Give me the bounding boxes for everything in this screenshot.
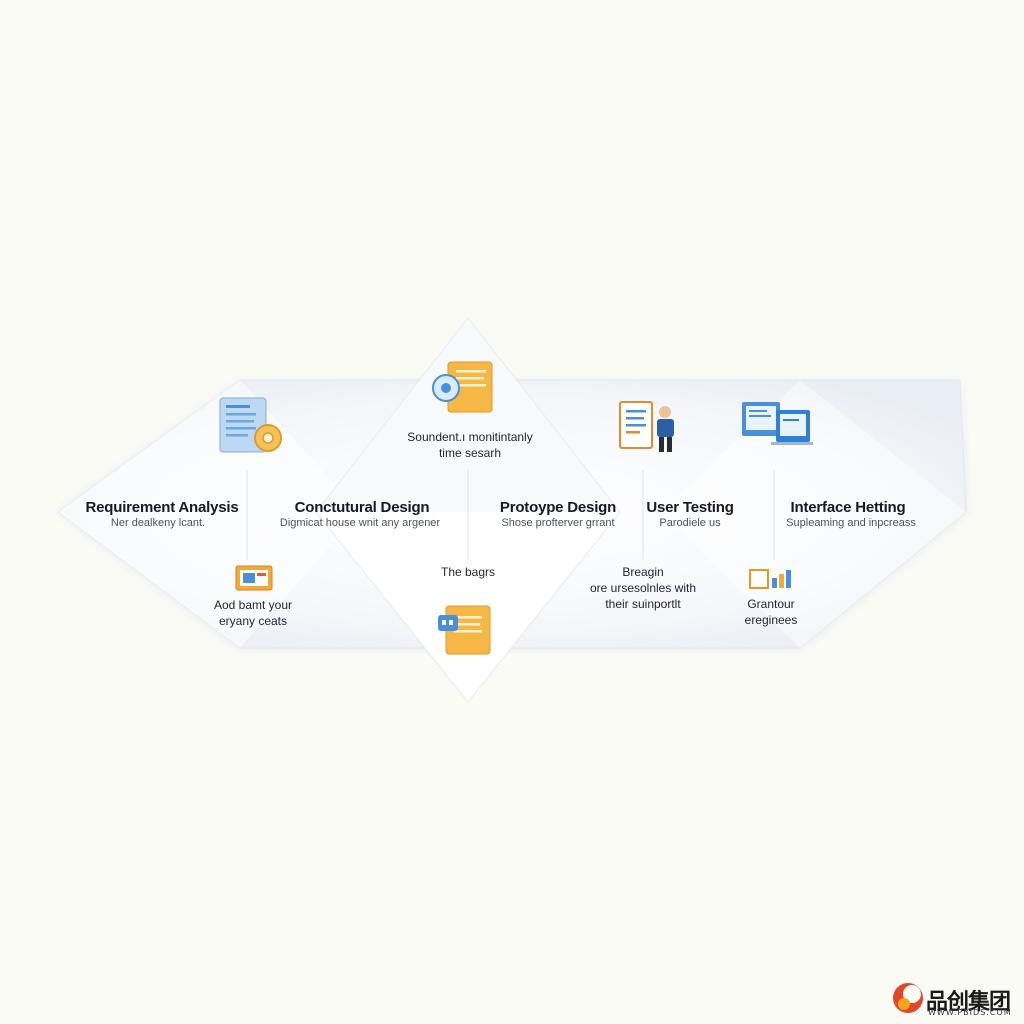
center-note-line: The bagrs [440, 565, 496, 579]
top-note: Soundent.ı monitintanly time sesarh [407, 429, 532, 461]
right-wing-facet [660, 380, 966, 648]
bar-chart-icon [749, 569, 791, 589]
brand-url: WWW.PBIDS.COM [928, 1008, 1012, 1017]
left-note: Aod bamt your eryany ceats [214, 597, 292, 629]
brand-watermark: 品创集团 [926, 990, 1011, 1015]
right-note-line: ereginees [744, 613, 798, 627]
top-note-line: time sesarh [438, 446, 502, 460]
card-window-icon [235, 565, 273, 591]
stage-title-prototype-design: Protoype Design [499, 499, 617, 516]
stage-subtitle-requirement-analysis: Ner dealkeny lcant. [110, 517, 206, 529]
stage-title-interface-hetting: Interface Hetting [790, 499, 906, 516]
stage-dividers [246, 470, 775, 560]
stage-subtitle-user-testing: Parodiele us [659, 517, 721, 529]
middle-right-note: Breagin ore ursesolnles with their suinp… [590, 564, 696, 612]
stage-title-user-testing: User Testing [646, 499, 734, 516]
top-note-line: Soundent.ı monitintanly [407, 430, 533, 444]
document-gear-icon [219, 397, 282, 453]
middle-right-note-line: ore ursesolnles with [589, 581, 697, 595]
stage-subtitle-prototype-design: Shose profterver grrant [501, 517, 615, 529]
center-diamond-upper-shade [316, 318, 620, 512]
left-note-line: eryany ceats [218, 614, 288, 628]
stage-title-requirement-analysis: Requirement Analysis [85, 499, 239, 516]
middle-right-note-line: Breagin [622, 565, 664, 579]
monitor-screens-icon [742, 402, 813, 445]
folder-chat-icon [438, 605, 491, 655]
right-note-line: Grantour [747, 597, 795, 611]
stage-subtitle-interface-hetting: Supleaming and inpcreass [786, 517, 916, 529]
center-note: The bagrs [441, 564, 495, 580]
right-note: Grantour ereginees [745, 596, 798, 628]
folder-gear-icon [432, 361, 493, 413]
brand-logo-mark [893, 983, 923, 1013]
stage-title-conceptual-design: Conctutural Design [294, 499, 430, 516]
stage-subtitle-conceptual-design: Digmicat house wnit any argener [279, 517, 441, 529]
left-note-line: Aod bamt your [213, 598, 293, 612]
person-document-icon [619, 401, 674, 452]
middle-right-note-line: their suinportlt [605, 597, 681, 611]
left-wing-facet [58, 380, 360, 648]
